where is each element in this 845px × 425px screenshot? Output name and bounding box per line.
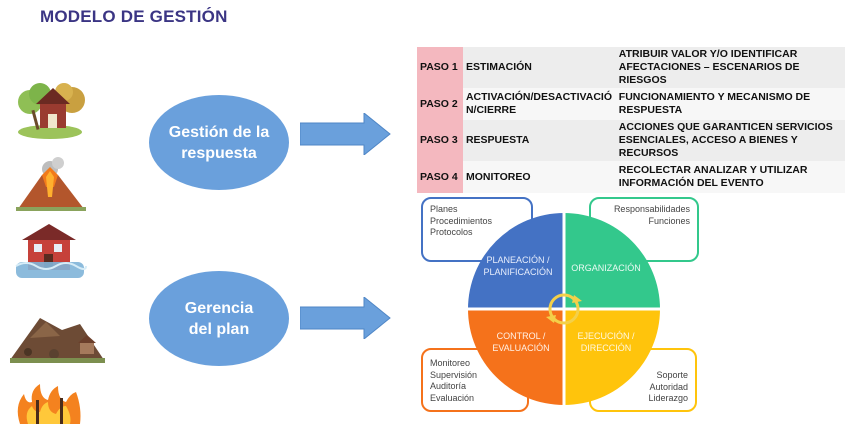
quadrant-label-ejecucion-1: EJECUCIÓN / — [577, 331, 635, 341]
paso-cell: PASO 4 — [417, 161, 463, 193]
hazard-icons — [10, 80, 105, 425]
step-name-cell: MONITOREO — [462, 161, 616, 193]
quadrant-label-planeacion-1: PLANEACIÓN / — [486, 255, 550, 265]
quadrant-ejecucion — [564, 309, 660, 405]
quadrant-control — [468, 309, 564, 405]
step-desc-cell: ACCIONES QUE GARANTICEN SERVICIOS ESENCI… — [615, 120, 845, 161]
quadrant-organizacion — [564, 213, 660, 309]
table-row: PASO 2 ACTIVACIÓN/DESACTIVACIÓN/CIERRE F… — [417, 88, 845, 120]
ellipse-gerencia-plan: Gerencia del plan — [149, 271, 289, 366]
table-row: PASO 4 MONITOREO RECOLECTAR ANALIZAR Y U… — [417, 161, 845, 193]
box-line: Protocolos — [430, 227, 473, 237]
box-line: Planes — [430, 204, 458, 214]
quadrant-label-control-1: CONTROL / — [497, 331, 546, 341]
quadrant-label-control-2: EVALUACIÓN — [492, 343, 549, 353]
quadrant-label-planeacion-2: PLANIFICACIÓN — [483, 267, 552, 277]
arrow-right-icon — [300, 297, 391, 339]
box-line: Procedimientos — [430, 215, 493, 226]
step-desc-cell: FUNCIONAMIENTO Y MECANISMO DE RESPUESTA — [615, 88, 845, 120]
box-line: Monitoreo — [430, 358, 471, 368]
ellipse-gerencia-plan-label: Gerencia del plan — [184, 299, 254, 338]
house-tree-icon — [18, 83, 85, 139]
paso-cell: PASO 3 — [417, 120, 463, 161]
steps-table: PASO 1 ESTIMACIÓN ATRIBUIR VALOR Y/O IDE… — [417, 47, 845, 193]
box-line: Funciones — [648, 215, 690, 226]
table-row: PASO 3 RESPUESTA ACCIONES QUE GARANTICEN… — [417, 120, 845, 161]
quadrant-label-ejecucion-2: DIRECCIÓN — [581, 343, 632, 353]
box-line: Liderazgo — [648, 393, 688, 403]
management-cycle-wheel: PLANEACIÓN / PLANIFICACIÓN ORGANIZACIÓN … — [468, 213, 660, 405]
arrow-right-icon — [300, 113, 391, 155]
volcano-icon — [16, 157, 86, 211]
ellipse-gestion-respuesta-label: Gestión de la respuesta — [168, 123, 270, 162]
step-desc-cell: RECOLECTAR ANALIZAR Y UTILIZAR INFORMACI… — [615, 161, 845, 193]
box-line: Evaluación — [430, 392, 475, 403]
landslide-icon — [10, 318, 105, 363]
box-line: Auditoría — [430, 381, 467, 391]
box-line: Soporte — [656, 370, 688, 380]
quadrant-planeacion — [468, 213, 564, 309]
step-name-cell: ESTIMACIÓN — [462, 47, 616, 88]
wildfire-icon — [17, 384, 81, 424]
step-name-cell: RESPUESTA — [462, 120, 616, 161]
box-line: Autoridad — [649, 381, 688, 392]
paso-cell: PASO 1 — [417, 47, 463, 88]
box-line: Supervisión — [430, 369, 478, 380]
flood-house-icon — [15, 224, 87, 278]
quadrant-label-organizacion: ORGANIZACIÓN — [571, 263, 641, 273]
table-row: PASO 1 ESTIMACIÓN ATRIBUIR VALOR Y/O IDE… — [417, 47, 845, 88]
box-line: Responsabilidades — [613, 204, 690, 214]
step-desc-cell: ATRIBUIR VALOR Y/O IDENTIFICAR AFECTACIO… — [615, 47, 845, 88]
cycle-arrows-icon — [546, 293, 582, 325]
step-name-cell: ACTIVACIÓN/DESACTIVACIÓN/CIERRE — [462, 88, 616, 120]
paso-cell: PASO 2 — [417, 88, 463, 120]
page-title: MODELO DE GESTIÓN — [40, 7, 228, 26]
ellipse-gestion-respuesta: Gestión de la respuesta — [149, 95, 289, 190]
